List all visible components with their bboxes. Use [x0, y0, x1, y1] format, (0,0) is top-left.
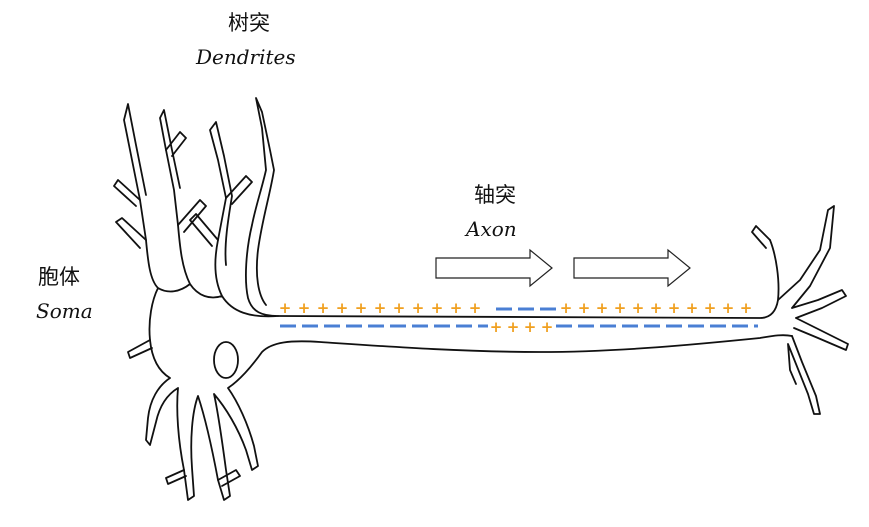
- axon-terminal: [751, 205, 849, 415]
- positive-charge: +: [596, 299, 609, 317]
- positive-charges-top-right: + + + + + + + + + + +: [560, 299, 753, 317]
- dendrites-label-en: Dendrites: [195, 45, 296, 69]
- soma-label-cn: 胞体: [38, 265, 80, 289]
- positive-charges-bottom: ++++: [490, 318, 554, 336]
- positive-charge: +: [279, 299, 292, 317]
- positive-charges-top-left: + + + + + + + + + + +: [279, 299, 482, 317]
- positive-charge: +: [355, 299, 368, 317]
- axon-label-en: Axon: [464, 217, 517, 241]
- direction-arrow-left: [435, 248, 553, 288]
- positive-charge: +: [560, 299, 573, 317]
- positive-charge: +: [578, 299, 591, 317]
- positive-charge: +: [412, 299, 425, 317]
- positive-charge: +: [507, 318, 520, 336]
- positive-charge: +: [469, 299, 482, 317]
- positive-charge: +: [686, 299, 699, 317]
- dendrites-label-cn: 树突: [228, 11, 270, 35]
- direction-arrow-right: [573, 248, 691, 288]
- positive-charge: +: [450, 299, 463, 317]
- positive-charge: +: [393, 299, 406, 317]
- axon-label-cn: 轴突: [474, 183, 516, 207]
- positive-charge: +: [317, 299, 330, 317]
- positive-charge: +: [614, 299, 627, 317]
- positive-charge: +: [704, 299, 717, 317]
- soma-label-en: Soma: [36, 299, 93, 323]
- nucleus: [213, 341, 239, 379]
- positive-charge: +: [740, 299, 753, 317]
- positive-charge: +: [298, 299, 311, 317]
- positive-charge: +: [336, 299, 349, 317]
- positive-charge: +: [490, 318, 503, 336]
- positive-charge: +: [431, 299, 444, 317]
- positive-charge: +: [722, 299, 735, 317]
- positive-charge: +: [524, 318, 537, 336]
- positive-charge: +: [374, 299, 387, 317]
- positive-charge: +: [650, 299, 663, 317]
- dendrite-branches: [113, 131, 253, 487]
- positive-charge: +: [632, 299, 645, 317]
- positive-charge: +: [541, 318, 554, 336]
- positive-charge: +: [668, 299, 681, 317]
